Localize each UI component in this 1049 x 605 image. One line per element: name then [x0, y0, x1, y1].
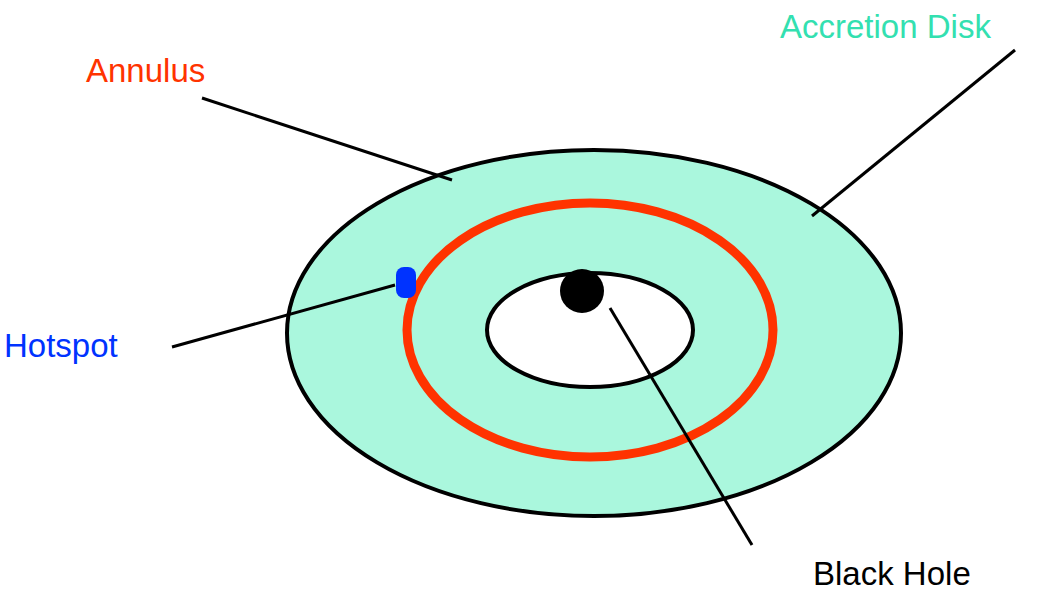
- part-label: Accretion Disk: [780, 8, 991, 46]
- annulus-ring: [407, 203, 773, 457]
- leader-line: [202, 98, 452, 180]
- leader-line: [172, 285, 395, 347]
- leader-line: [610, 308, 752, 545]
- leader-line: [812, 50, 1015, 216]
- part-label: Annulus: [86, 52, 205, 90]
- accretion-disk: [287, 150, 901, 516]
- black-hole: [560, 269, 604, 313]
- part-label: Black Hole: [813, 555, 971, 593]
- hotspot: [396, 267, 416, 298]
- part-label: Hotspot: [4, 327, 118, 365]
